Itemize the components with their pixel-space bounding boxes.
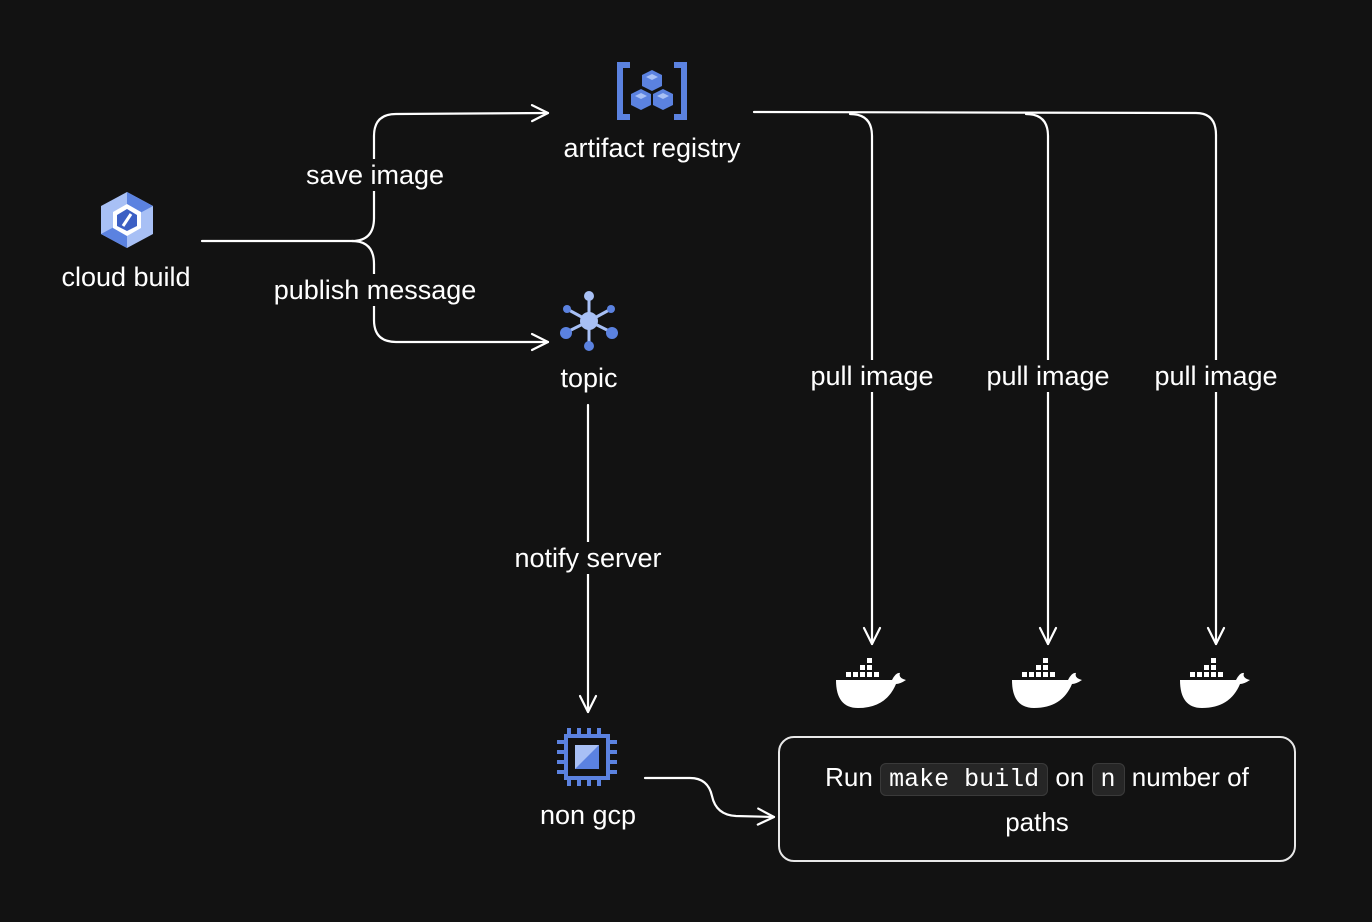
docker-whale-icon bbox=[1012, 658, 1082, 708]
edge-pull-image-1 bbox=[848, 112, 882, 646]
node-label-non-gcp: non gcp bbox=[539, 800, 637, 830]
edge-pull-image-trunk bbox=[752, 110, 1218, 137]
cloud-build-icon bbox=[101, 192, 153, 248]
edge-publish-message bbox=[372, 262, 550, 352]
edge-label-save-image: save image bbox=[301, 159, 449, 191]
edge-cloud-build-trunk bbox=[200, 216, 376, 243]
edge-save-image bbox=[372, 104, 550, 220]
run-command-box: Run make build on n number of paths bbox=[778, 736, 1296, 862]
run-command-text: Run make build on n number of paths bbox=[804, 756, 1270, 843]
edge-label-pull-image-2: pull image bbox=[982, 360, 1114, 392]
node-label-topic: topic bbox=[560, 363, 618, 393]
docker-whale-icon bbox=[836, 658, 906, 708]
docker-whale-icon bbox=[1180, 658, 1250, 708]
edge-label-pull-image-3: pull image bbox=[1150, 360, 1282, 392]
chip-icon bbox=[557, 728, 617, 786]
code-n: n bbox=[1091, 762, 1125, 796]
node-label-artifact-registry: artifact registry bbox=[563, 133, 741, 163]
edge-pull-image-2 bbox=[1024, 112, 1058, 646]
edge-non-gcp-to-run bbox=[643, 776, 776, 826]
edge-label-publish-message: publish message bbox=[269, 274, 481, 306]
node-label-cloud-build: cloud build bbox=[61, 262, 191, 292]
run-word: Run bbox=[825, 761, 873, 792]
on-word: on bbox=[1055, 761, 1085, 792]
edge-label-notify-server: notify server bbox=[510, 542, 666, 574]
code-make-build: make build bbox=[880, 762, 1049, 796]
number-of-paths-text: number of paths bbox=[1005, 761, 1249, 837]
artifact-registry-icon bbox=[617, 62, 687, 120]
pubsub-topic-icon bbox=[560, 291, 618, 351]
edge-label-pull-image-1: pull image bbox=[806, 360, 938, 392]
